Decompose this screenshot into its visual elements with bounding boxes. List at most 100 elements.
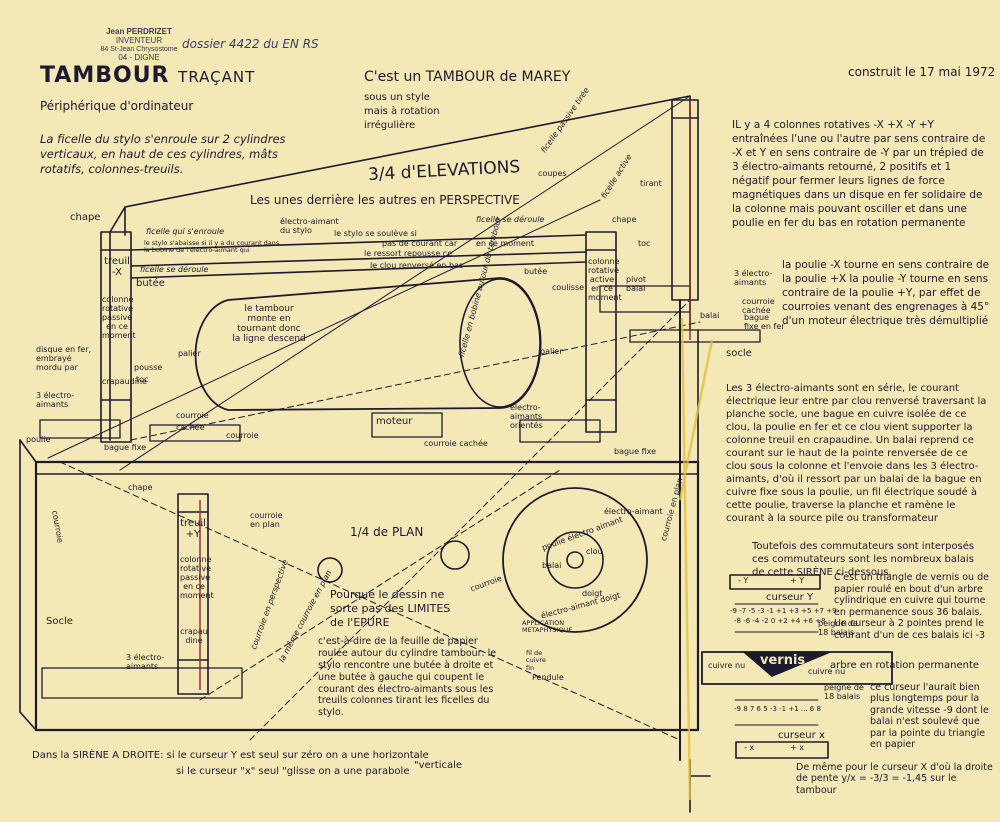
label-pas-courant: pas de courant car: [382, 239, 458, 248]
epure-title: Pourque le dessin ne sorte pas des LIMIT…: [330, 588, 451, 629]
dossier-note: dossier 4422 du EN RS: [182, 37, 319, 51]
stamp-name: Jean PERDRIZET: [106, 27, 172, 36]
built-date: construit le 17 mai 1972: [848, 65, 996, 79]
label-ficelle-enroule: ficelle qui s'enroule: [146, 227, 225, 236]
bottom-line-2: si le curseur "x" seul "glisse on a une …: [176, 766, 410, 777]
inventor-stamp: Jean PERDRIZET INVENTEUR 84 St-Jean Chry…: [92, 27, 186, 63]
label-toc: toc: [638, 239, 651, 248]
label-palier: palier: [178, 349, 201, 358]
label-courroie: courroie: [176, 411, 209, 420]
label-courroie-en-plan: courroie en plan: [250, 511, 283, 529]
siren-scale-mid: -8 -6 -4 -2 0 +2 +4 +6 +8: [734, 617, 826, 625]
label-tambour-monte: le tambour monte en tournant donc la lig…: [232, 304, 306, 345]
siren-vernis: vernis: [760, 653, 806, 668]
column-rear: [671, 99, 699, 301]
page-subtitle: Périphérique d'ordinateur: [40, 99, 194, 113]
label-butee: butée: [136, 278, 165, 289]
siren-cuivre-nu-2: cuivre nu: [808, 667, 846, 676]
label-doigt: doigt: [582, 589, 603, 598]
label-fil-fin: fil de cuivre fin: [526, 649, 546, 672]
siren-y-plus: + Y: [790, 576, 805, 585]
label-butee-2: butée: [524, 267, 548, 276]
label-ressort: le ressort repousse ce: [364, 249, 453, 258]
curseur-text: ce curseur l'aurait bien plus longtemps …: [870, 682, 989, 750]
label-stylo-abaisse: le stylo s'abaisse si il y a du courant …: [144, 239, 280, 255]
label-bague-fixe-2: bague fixe: [104, 443, 147, 452]
elevations-coupes: coupes: [538, 169, 567, 178]
label-clou: clou: [586, 547, 603, 556]
label-chape-3: chape: [128, 483, 153, 492]
label-treuil-plus-y: treuil +Y: [180, 518, 206, 541]
label-colonne-rot-passive: colonne rotative passive en ce moment: [180, 555, 214, 600]
label-poulie: poulie: [26, 435, 51, 444]
label-electro-aimant: électro-aimant: [604, 507, 663, 516]
siren-x-plus: + x: [790, 743, 804, 752]
label-trois-electro-2: 3 électro-aimants: [36, 391, 75, 409]
label-crapau-dine: crapau dine: [180, 627, 208, 645]
bottom-verticale: "verticale: [414, 760, 463, 771]
label-cachee: cachée: [176, 423, 205, 432]
electro-text: Les 3 électro-aimants sont en série, le …: [726, 383, 987, 524]
siren-peigne-18b: peigne de 18 balais: [824, 683, 864, 701]
column-minus-x: [100, 231, 132, 443]
marey-line-2: sous un style: [364, 92, 430, 103]
siren-peigne-18: peigne de 18 balais: [818, 619, 858, 637]
label-coulisse: coulisse: [552, 283, 585, 292]
label-pousse: pousse: [134, 363, 163, 372]
bottom-line-1: Dans la SIRÈNE A DROITE: si le curseur Y…: [32, 750, 429, 761]
vernis-triangle: [743, 651, 831, 677]
siren-arbre: arbre en rotation permanente: [830, 660, 980, 671]
title-suffix: TRAÇANT: [178, 68, 256, 86]
siren-curseur-x: curseur x: [778, 730, 825, 741]
epure-body: c'est-à-dire de la feuille de papier rou…: [318, 636, 497, 719]
label-ficelle-deroule-2: ficelle se déroule: [140, 265, 209, 274]
label-trois-electro: 3 électro-aimants: [734, 269, 773, 287]
intro-text: La ficelle du stylo s'enroule sur 2 cyli…: [40, 132, 286, 176]
label-socle-2: Socle: [46, 616, 73, 627]
stamp-street: 84 St-Jean Chrysostome: [100, 45, 178, 53]
label-tirant: tirant: [640, 179, 662, 188]
siren-scale-bot: -9 8 7 6 5 -3 -1 +1 ... 6 8: [734, 705, 821, 713]
label-treuil-minus-x: treuil -X: [104, 256, 130, 279]
stamp-role: INVENTEUR: [115, 35, 163, 45]
pente-text: De même pour le curseur X d'où la droite…: [796, 762, 993, 796]
marey-line-4: irrégulière: [364, 120, 416, 131]
label-ficelle-deroule: ficelle se déroule: [476, 215, 545, 224]
label-colonne-active: colonne rotative active en ce moment: [588, 257, 622, 302]
stamp-city: 04 - DIGNE: [118, 52, 160, 62]
label-disque: disque en fer, embrayé mordu par: [36, 345, 92, 372]
column-plus-x: [585, 231, 617, 433]
commut-text: Toutefois des commutateurs sont interpos…: [752, 541, 975, 578]
siren-y-minus: - Y: [738, 576, 749, 585]
label-crapaudine: crapaudine: [102, 377, 147, 386]
poulie-text: la poulie -X tourne en sens contraire de…: [782, 259, 990, 328]
marey-line-1: C'est un TAMBOUR de MAREY: [364, 69, 571, 85]
label-trois-electro-3: 3 électro-aimants: [126, 653, 165, 671]
page-title: TAMBOUR TRAÇANT: [40, 63, 256, 89]
siren-curseur-y: curseur Y: [766, 592, 814, 603]
label-courroie-cachee-2: courroie cachée: [424, 439, 488, 448]
label-socle: socle: [726, 348, 752, 359]
marey-line-3: mais à rotation: [364, 106, 440, 117]
label-chape-2: chape: [612, 215, 637, 224]
siren-scale-top: -9 -7 -5 -3 -1 +1 +3 +5 +7 +9: [730, 607, 837, 615]
elevations-sub: Les unes derrière les autres en PERSPECT…: [250, 193, 520, 207]
label-bague-fixe: bague fixe: [614, 447, 657, 456]
label-moteur: moteur: [376, 416, 413, 427]
column-plus-y: [177, 493, 209, 695]
label-balai-2: balai: [542, 561, 562, 570]
label-palier-2: palier: [540, 347, 563, 356]
title-main: TAMBOUR: [40, 63, 170, 88]
label-clou-renverse: le clou renversé en bas: [370, 261, 464, 270]
columns-text: IL y a 4 colonnes rotatives -X +X -Y +Y …: [732, 119, 986, 230]
siren-cuivre-nu: cuivre nu: [708, 661, 746, 670]
label-toc-2: toc: [136, 375, 149, 384]
label-colonne-passive: colonne rotative passive en ce moment: [102, 295, 136, 340]
siren-x-minus: - x: [744, 743, 755, 752]
label-application: APPLICATION METAPHYSIQUE: [522, 619, 573, 635]
label-pivot-balai: pivot balai: [626, 275, 647, 293]
label-electro-stylo: électro-aimant du stylo: [280, 217, 339, 235]
plan-disc: [502, 487, 648, 633]
